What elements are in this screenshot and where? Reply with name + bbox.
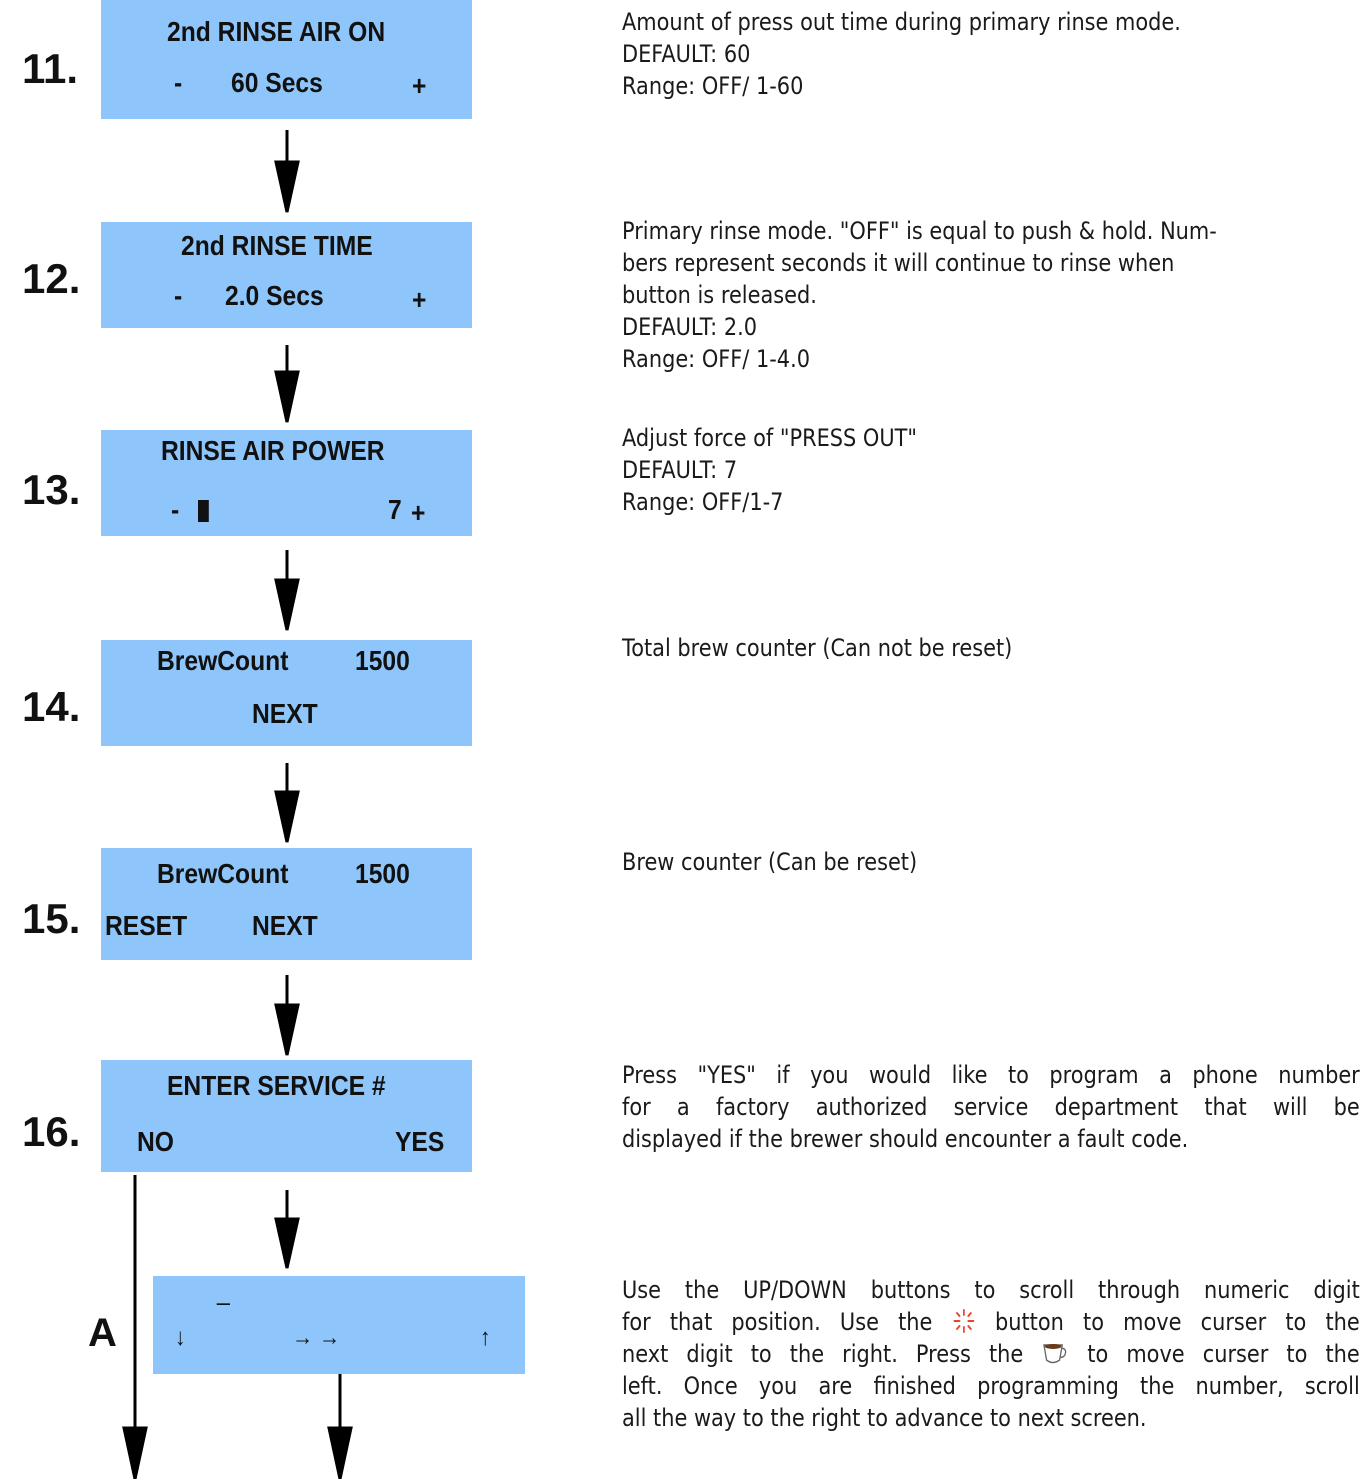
flow-arrowhead-13-14 [274,578,300,631]
desc-line: Total brew counter (Can not be reset) [622,634,1013,662]
lcd-line1: 2nd RINSE TIME [181,230,373,261]
step-number: 14. [22,683,81,730]
step-number: 15. [22,895,81,942]
flow-arrowhead-11-12 [274,160,300,213]
phone-entry-display: _ ↓ → → ↑ [153,1276,525,1374]
lcd-display: 2nd RINSE TIME - 2.0 Secs + [101,222,472,328]
step-number: 11. [22,45,79,92]
step-number: 16. [22,1108,81,1155]
step-description: Press "YES" if you would like to program… [622,1059,1360,1155]
lcd-display: BrewCount 1500 NEXT [101,640,472,746]
desc-line: Press "YES" if you would like to program… [622,1061,1360,1089]
step-description: Amount of press out time during primary … [622,6,1181,102]
desc-line: Amount of press out time during primary … [622,8,1181,36]
up-arrow-icon: ↑ [480,1324,491,1351]
desc-line: for a factory authorized service departm… [622,1093,1360,1121]
desc-line: displayed if the brewer should encounter… [622,1125,1189,1153]
lcd-display: RINSE AIR POWER - 7 + [101,430,472,536]
desc-text: to move curser to the [1087,1340,1360,1368]
desc-line: all the way to the right to advance to n… [622,1404,1147,1432]
lcd-value: 2.0 Secs [225,280,324,311]
lcd-display: 2nd RINSE AIR ON - 60 Secs + [101,0,472,119]
lcd-line1-right: 1500 [355,858,410,889]
cursor-underscore: _ [217,1276,230,1306]
desc-line-with-sparkle: for that position. Use the button to mov… [622,1306,1360,1338]
lcd-line1-left: BrewCount [157,645,289,676]
power-level-bar [198,500,209,522]
flow-arrowhead-14-15 [274,790,300,843]
desc-line: Use the UP/DOWN buttons to scroll throug… [622,1276,1360,1304]
desc-line: Primary rinse mode. "OFF" is equal to pu… [622,217,1217,245]
step-number: 12. [22,255,81,302]
lcd-value: 7 [388,494,402,525]
flow-arrowhead-15-16 [274,1003,300,1056]
desc-text: button to move curser to the [994,1308,1360,1336]
lcd-display: ENTER SERVICE # NO YES [101,1060,472,1172]
phone-entry-description: Use the UP/DOWN buttons to scroll throug… [622,1274,1360,1434]
lcd-line1: 2nd RINSE AIR ON [167,16,386,47]
desc-text: for that position. Use the [622,1308,933,1336]
sparkle-icon [951,1308,975,1334]
lcd-yes: YES [395,1126,445,1157]
flow-arrowhead-12-13 [274,370,300,423]
lcd-plus: + [411,497,426,528]
branch-label-a: A [88,1311,117,1355]
step-description: Primary rinse mode. "OFF" is equal to pu… [622,215,1217,375]
lcd-next: NEXT [252,910,318,941]
desc-text: next digit to the right. Press the [622,1340,1024,1368]
desc-line: left. Once you are finished programming … [622,1372,1360,1400]
step-description: Brew counter (Can be reset) [622,846,917,878]
step-description: Total brew counter (Can not be reset) [622,632,1012,664]
step-description: Adjust force of "PRESS OUT" DEFAULT: 7 R… [622,422,917,518]
lcd-display: BrewCount 1500 RESET NEXT [101,848,472,960]
lcd-minus: - [174,280,183,311]
lcd-line1: RINSE AIR POWER [161,435,385,466]
desc-line: Adjust force of "PRESS OUT" [622,424,918,452]
desc-line: Range: OFF/ 1-4.0 [622,345,811,373]
lcd-no: NO [137,1126,174,1157]
desc-line: bers represent seconds it will continue … [622,249,1175,277]
lcd-value: 60 Secs [231,67,323,98]
lcd-plus: + [412,70,427,101]
lcd-next: NEXT [252,698,318,729]
desc-line: Range: OFF/1-7 [622,488,784,516]
lcd-minus: - [171,494,180,525]
coffee-cup-icon [1041,1340,1069,1366]
desc-line: DEFAULT: 2.0 [622,313,758,341]
desc-line: button is released. [622,281,817,309]
desc-line-with-cup: next digit to the right. Press the to mo… [622,1338,1360,1370]
desc-line: DEFAULT: 60 [622,40,751,68]
flow-arrowhead-phone-down [327,1426,353,1479]
flow-arrowhead-16-phone [274,1217,300,1269]
right-arrows-icon: → → [292,1324,341,1351]
lcd-line1-left: BrewCount [157,858,289,889]
down-arrow-icon: ↓ [175,1324,186,1351]
desc-line: Brew counter (Can be reset) [622,848,918,876]
lcd-reset: RESET [105,910,188,941]
lcd-plus: + [412,284,427,315]
lcd-line1-right: 1500 [355,645,410,676]
lcd-minus: - [174,67,183,98]
desc-line: DEFAULT: 7 [622,456,738,484]
step-number: 13. [22,466,81,513]
flow-arrowhead-branch-a [122,1426,148,1479]
lcd-line1: ENTER SERVICE # [167,1070,386,1101]
desc-line: Range: OFF/ 1-60 [622,72,804,100]
